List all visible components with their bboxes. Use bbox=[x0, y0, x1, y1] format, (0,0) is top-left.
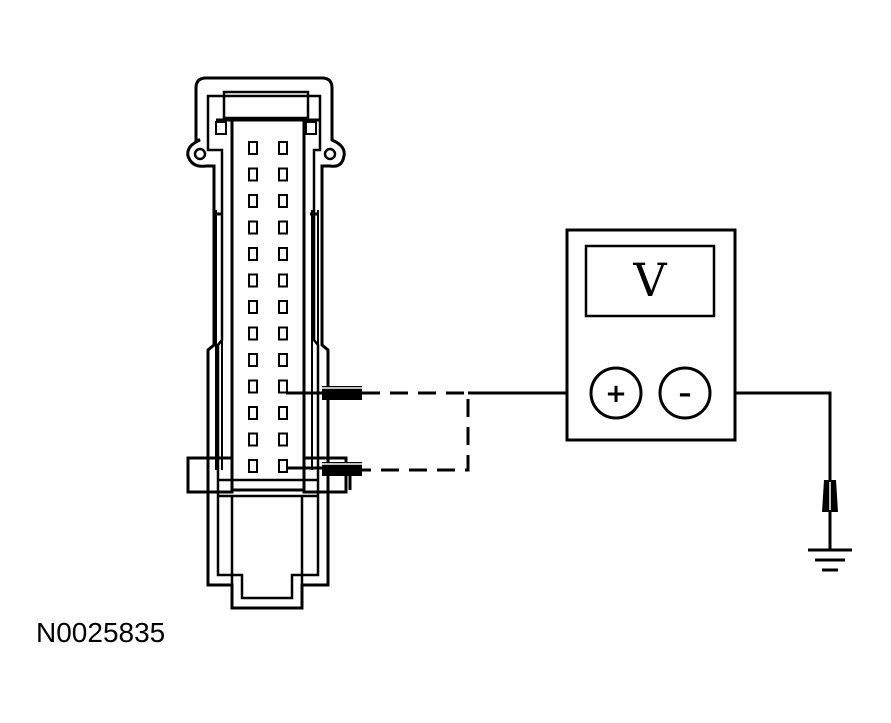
connector-pins bbox=[248, 141, 288, 473]
pin-cavity bbox=[278, 300, 288, 314]
voltmeter-symbol: V bbox=[632, 253, 667, 307]
figure-id: N0025835 bbox=[36, 617, 166, 648]
terminal-positive bbox=[589, 366, 643, 420]
ground-icon bbox=[808, 548, 852, 572]
pin-cavity bbox=[248, 300, 258, 314]
pin-cavity bbox=[248, 459, 258, 473]
pin-cavity bbox=[248, 379, 258, 394]
dashed-jumper-wire bbox=[362, 391, 470, 472]
pin-cavity bbox=[248, 406, 258, 420]
connector-latch bbox=[222, 90, 310, 120]
pin-cavity bbox=[248, 353, 258, 367]
pin-cavity bbox=[278, 432, 288, 447]
negative-sign: – bbox=[679, 379, 692, 409]
connector bbox=[186, 76, 348, 610]
voltmeter-display bbox=[584, 244, 716, 318]
pin-cavity bbox=[278, 273, 288, 288]
probe-upper bbox=[286, 386, 362, 400]
pin-cavity bbox=[248, 326, 258, 341]
pin-cavity bbox=[278, 167, 288, 182]
mount-hole-left bbox=[193, 147, 207, 161]
connector-outer-shell bbox=[186, 76, 346, 610]
pin-cavity bbox=[278, 141, 288, 155]
connector-collar bbox=[186, 456, 234, 494]
pin-cavity bbox=[248, 273, 258, 288]
terminal-negative bbox=[658, 366, 712, 420]
pin-field-housing bbox=[230, 118, 306, 492]
pin-cavity bbox=[248, 220, 258, 235]
voltmeter: V + – bbox=[565, 228, 737, 442]
mount-hole-right bbox=[323, 147, 337, 161]
pin-cavity bbox=[278, 406, 288, 420]
pin-cavity bbox=[248, 432, 258, 447]
pin-cavity bbox=[248, 247, 258, 261]
pin-cavity bbox=[278, 459, 288, 473]
pin-cavity bbox=[278, 326, 288, 341]
pin-cavity bbox=[278, 353, 288, 367]
pin-cavity bbox=[278, 379, 288, 394]
probe-lower bbox=[286, 462, 362, 490]
ground-probe bbox=[822, 480, 838, 550]
pin-cavity bbox=[248, 167, 258, 182]
pin-cavity bbox=[278, 247, 288, 261]
positive-sign: + bbox=[605, 379, 627, 409]
pin-cavity bbox=[278, 194, 288, 208]
wire-negative-to-ground bbox=[710, 391, 832, 480]
pin-cavity bbox=[248, 194, 258, 208]
pin-cavity bbox=[278, 220, 288, 235]
pin-cavity bbox=[248, 141, 258, 155]
